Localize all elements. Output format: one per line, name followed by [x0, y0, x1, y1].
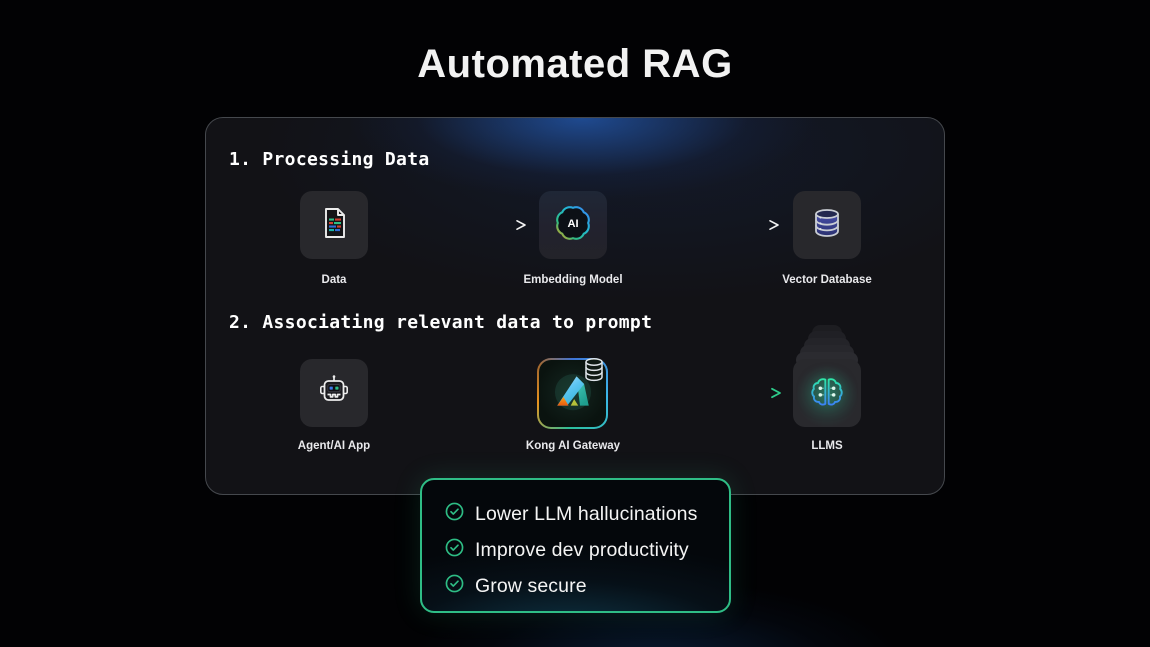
- brain-icon: [807, 371, 847, 416]
- node-kong-tile: [537, 358, 608, 429]
- benefit-label: Grow secure: [475, 574, 587, 597]
- benefit-label: Improve dev productivity: [475, 538, 689, 561]
- vector-database-icon: [809, 205, 845, 246]
- ai-badge-icon: AI: [552, 202, 594, 249]
- benefit-item: Grow secure: [444, 573, 729, 599]
- robot-icon: [316, 373, 352, 414]
- node-data-label: Data: [321, 274, 347, 286]
- arrow-kong-to-llms: [608, 387, 781, 399]
- section-1-heading: 1. Processing Data: [229, 149, 430, 170]
- kong-tile-inner: [539, 357, 606, 427]
- node-agent-tile: [300, 359, 368, 427]
- benefits-box: Lower LLM hallucinations Improve dev pro…: [420, 478, 731, 613]
- node-data-tile: [300, 191, 368, 259]
- node-embedding-tile: AI: [539, 191, 607, 259]
- benefit-item: Lower LLM hallucinations: [444, 501, 729, 527]
- benefit-label: Lower LLM hallucinations: [475, 502, 698, 525]
- node-kong-label: Kong AI Gateway: [525, 440, 621, 452]
- section-2-heading: 2. Associating relevant data to prompt: [229, 312, 653, 333]
- check-circle-icon: [444, 573, 465, 599]
- benefit-item: Improve dev productivity: [444, 537, 729, 563]
- arrow-agent-to-kong: [373, 392, 538, 394]
- check-circle-icon: [444, 501, 465, 527]
- arrow-embedding-to-vectordb: [618, 220, 779, 230]
- arrow-data-to-embedding: [378, 220, 526, 230]
- page-title: Automated RAG: [417, 42, 733, 86]
- node-embedding-label: Embedding Model: [523, 274, 623, 286]
- diagram-panel: 1. Processing Data Data: [205, 117, 945, 495]
- ai-badge-label: AI: [567, 217, 578, 229]
- node-vectordb-tile: [793, 191, 861, 259]
- check-circle-icon: [444, 537, 465, 563]
- node-agent-label: Agent/AI App: [297, 440, 371, 452]
- kong-mini-database-icon: [583, 357, 605, 388]
- kong-gateway-icon: [552, 370, 594, 417]
- node-llms-tile: [793, 359, 861, 427]
- node-llms-label: LLMS: [811, 440, 843, 452]
- document-code-icon: [316, 205, 352, 246]
- node-vectordb-label: Vector Database: [782, 274, 872, 286]
